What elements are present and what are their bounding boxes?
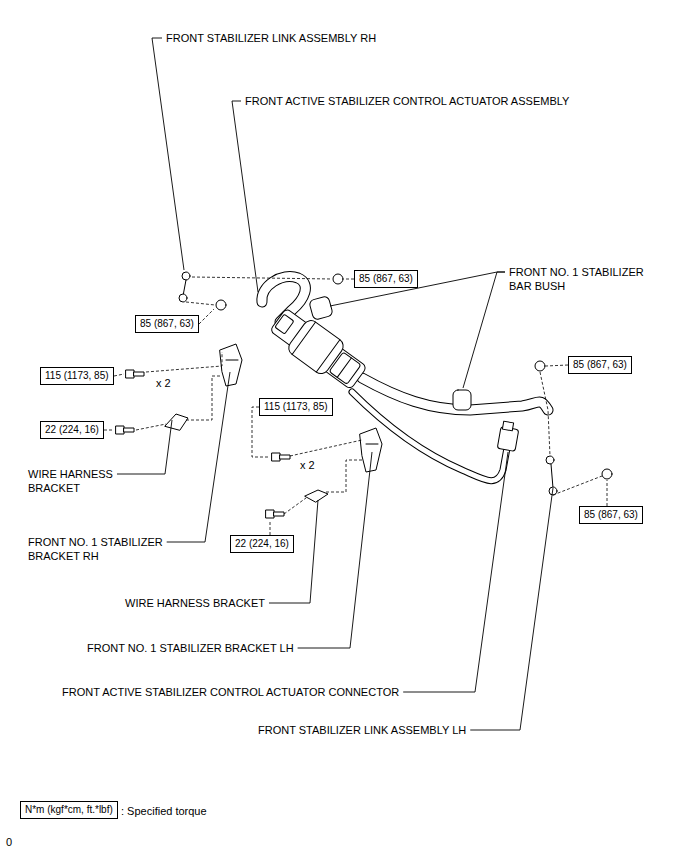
torque-leader — [114, 374, 124, 376]
torque-box: 22 (224, 16) — [230, 535, 294, 553]
legend-text: : Specified torque — [121, 805, 207, 817]
torque-box: 85 (867, 63) — [354, 270, 418, 288]
leader-line — [463, 272, 505, 388]
part-name: FRONT STABILIZER LINK ASSEMBLY LH — [258, 723, 466, 737]
legend-unit-box: N*m (kgf*cm, ft.*lbf): Specified torque — [20, 801, 118, 819]
torque-leader — [344, 279, 354, 280]
torque-leader — [104, 430, 114, 431]
torque-box: 22 (224, 16) — [40, 421, 104, 439]
torque-leader — [607, 480, 608, 506]
torque-value: 85 (867, 63) — [359, 273, 413, 285]
leader-line — [403, 452, 508, 692]
part-name: FRONT ACTIVE STABILIZER CONTROL ACTUATOR… — [245, 94, 569, 108]
torque-value: 22 (224, 16) — [45, 424, 99, 436]
torque-box: 85 (867, 63) — [579, 506, 643, 524]
part-name: WIRE HARNESS BRACKET — [125, 596, 265, 610]
torque-box: 85 (867, 63) — [135, 315, 199, 333]
quantity-note: x 2 — [300, 458, 315, 472]
part-name: FRONT NO. 1 STABILIZER BAR BUSH — [509, 265, 669, 293]
torque-value: 115 (1173, 85) — [264, 401, 328, 413]
torque-value: N*m (kgf*cm, ft.*lbf) — [25, 804, 113, 816]
quantity-note: x 2 — [156, 376, 171, 390]
torque-leader — [546, 365, 568, 366]
torque-value: 115 (1173, 85) — [45, 370, 109, 382]
leader-line — [232, 101, 258, 292]
part-name: FRONT NO. 1 STABILIZER BRACKET LH — [87, 641, 294, 655]
torque-box: 115 (1173, 85) — [40, 367, 114, 385]
torque-value: 85 (867, 63) — [140, 318, 194, 330]
part-name: WIRE HARNESS BRACKET — [28, 467, 128, 495]
torque-value: 85 (867, 63) — [584, 509, 638, 521]
torque-box: 115 (1173, 85) — [259, 398, 333, 416]
figure-number: 0 — [6, 835, 12, 849]
part-name: FRONT NO. 1 STABILIZER BRACKET RH — [28, 535, 188, 563]
torque-value: 22 (224, 16) — [235, 538, 289, 550]
part-name: FRONT ACTIVE STABILIZER CONTROL ACTUATOR… — [62, 685, 399, 699]
leader-line — [470, 488, 553, 730]
torque-value: 85 (867, 63) — [573, 359, 627, 371]
leader-line — [167, 372, 230, 542]
leader-line — [152, 38, 184, 270]
torque-box: 85 (867, 63) — [568, 356, 632, 374]
torque-leader — [199, 309, 214, 324]
leader-line — [117, 420, 172, 474]
torque-leader — [270, 520, 271, 535]
leader-line — [298, 452, 372, 648]
part-name: FRONT STABILIZER LINK ASSEMBLY RH — [166, 31, 376, 45]
